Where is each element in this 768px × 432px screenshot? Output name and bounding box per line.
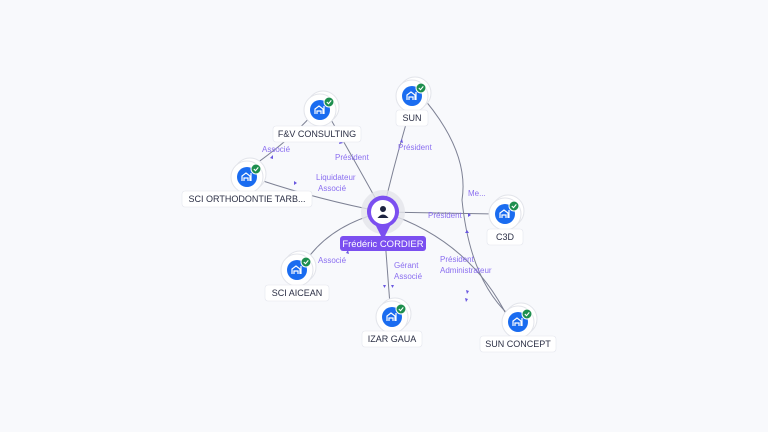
company-label: IZAR GAUA (368, 334, 417, 344)
company-node-c3d[interactable]: C3D (486, 194, 525, 246)
company-label: C3D (496, 232, 515, 242)
building-icon (501, 302, 538, 339)
company-node-sun-concept[interactable]: SUN CONCEPT (479, 302, 557, 353)
building-icon (230, 157, 267, 194)
company-label: SCI AICEAN (272, 288, 323, 298)
edge-label-sunconcept-2: Administrateur (440, 266, 492, 275)
building-icon (303, 90, 340, 127)
person-icon (377, 206, 389, 218)
edge-label-sun-sunconcept: Me... (468, 189, 486, 198)
edge-label-ortho-fv: Associé (262, 145, 291, 154)
edge-label-sun: Président (398, 143, 433, 152)
company-node-sci-aicean[interactable]: SCI AICEAN (264, 250, 330, 302)
edge-label-ortho-2: Associé (318, 184, 347, 193)
company-label: F&V CONSULTING (278, 129, 356, 139)
edge-label-fv: Président (335, 153, 370, 162)
edge-label-izar-1: Gérant (394, 261, 419, 270)
building-icon (375, 297, 412, 334)
company-node-sun[interactable]: SUN (395, 76, 432, 127)
company-label: SCI ORTHODONTIE TARB... (188, 194, 305, 204)
edge-label-izar-2: Associé (394, 272, 423, 281)
company-node-izar-gaua[interactable]: IZAR GAUA (361, 297, 423, 348)
company-label: SUN CONCEPT (485, 339, 551, 349)
company-node-sci-orthodontie[interactable]: SCI ORTHODONTIE TARB... (181, 157, 313, 208)
edge-labels: Président Président Liquidateur Associé … (262, 139, 492, 302)
edge-label-c3d: Président (428, 211, 463, 220)
person-name: Frédéric CORDIER (342, 239, 423, 250)
company-label: SUN (402, 113, 421, 123)
edge-sun-sunconcept (417, 91, 511, 317)
center-person-node[interactable]: Frédéric CORDIER (340, 190, 426, 251)
company-node-fv-consulting[interactable]: F&V CONSULTING (272, 90, 362, 143)
building-icon (395, 76, 432, 113)
edge-label-sunconcept-1: Président (440, 255, 475, 264)
edge-label-aicean: Associé (318, 256, 347, 265)
edge-label-ortho-1: Liquidateur (316, 173, 356, 182)
building-icon (280, 250, 317, 287)
building-icon (488, 194, 525, 231)
